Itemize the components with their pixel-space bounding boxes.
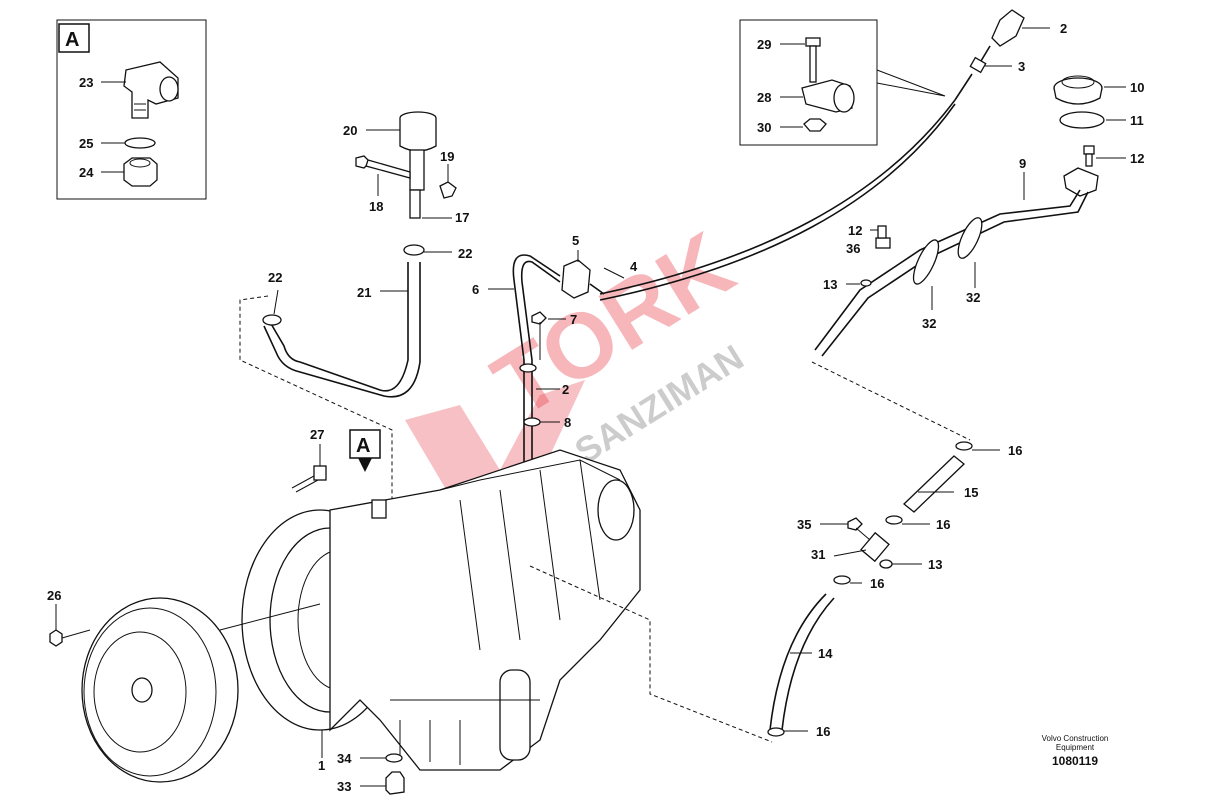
callout-27: 27	[310, 427, 324, 442]
gasket-icon	[1059, 111, 1105, 129]
nut-icon	[123, 157, 158, 187]
drain-plug-icon	[385, 771, 405, 795]
callout-16-mid: 16	[936, 517, 950, 532]
callout-23: 23	[79, 75, 93, 90]
callout-28: 28	[757, 90, 771, 105]
elbow-fitting-icon	[123, 61, 179, 119]
bolt-26-icon	[49, 629, 91, 647]
filler-pipe-assembly	[814, 75, 1126, 357]
clip-5-icon	[561, 259, 591, 299]
credit-line-2: Equipment	[1056, 743, 1095, 752]
callout-20: 20	[343, 123, 357, 138]
callout-5: 5	[572, 233, 579, 248]
callout-16-low: 16	[870, 576, 884, 591]
callout-3: 3	[1018, 59, 1025, 74]
callout-4: 4	[630, 259, 638, 274]
filler-cap-icon	[1053, 75, 1103, 105]
torque-converter	[49, 597, 321, 783]
callout-16-bottom: 16	[816, 724, 830, 739]
callout-12-bracket: 12	[848, 223, 862, 238]
credit-line-1: Volvo Construction	[1042, 734, 1109, 743]
callout-29: 29	[757, 37, 771, 52]
callout-8: 8	[564, 415, 571, 430]
callout-22-hose: 22	[268, 270, 282, 285]
callout-12-pipe: 12	[1130, 151, 1144, 166]
transmission-housing	[241, 449, 641, 771]
callout-22-vent: 22	[458, 246, 472, 261]
callout-16-top: 16	[1008, 443, 1022, 458]
callout-33: 33	[337, 779, 351, 794]
detail-a-marker: A	[356, 435, 370, 457]
dipstick-handle-icon	[991, 9, 1025, 47]
o-ring-icon	[124, 137, 156, 149]
callout-6: 6	[472, 282, 479, 297]
clamp-icon	[801, 79, 855, 113]
drain-plug-assembly	[360, 753, 405, 795]
callout-24: 24	[79, 165, 94, 180]
callout-labels: 23 25 24 20 19 18 17 22 21 22 29 28 30 2…	[47, 21, 1144, 794]
callout-13-hose: 13	[928, 557, 942, 572]
bolt-icon	[805, 37, 821, 83]
hose-assembly	[529, 361, 1000, 743]
drain-washer-icon	[385, 753, 403, 763]
callout-35: 35	[797, 517, 811, 532]
callout-26: 26	[47, 588, 61, 603]
bolt-18-icon	[355, 155, 411, 179]
callout-11: 11	[1130, 113, 1144, 128]
dipstick-assembly	[599, 9, 1050, 301]
callout-19: 19	[440, 149, 454, 164]
callout-10: 10	[1130, 80, 1144, 95]
screw-icon	[1083, 145, 1095, 167]
detail-clamp-box	[739, 19, 946, 146]
callout-13-bracket: 13	[823, 277, 837, 292]
callout-1: 1	[318, 758, 325, 773]
breather-assembly	[239, 111, 457, 520]
callout-36: 36	[846, 241, 860, 256]
callout-17: 17	[455, 210, 469, 225]
callout-15: 15	[964, 485, 978, 500]
callout-2-dipstick: 2	[1060, 21, 1067, 36]
dipstick-tube-assembly	[488, 250, 625, 560]
callout-21: 21	[357, 285, 371, 300]
flange-nut-icon	[803, 118, 827, 132]
detail-a-box: A	[56, 19, 207, 200]
callout-32-left: 32	[922, 316, 936, 331]
callout-9: 9	[1019, 156, 1026, 171]
callout-7: 7	[570, 312, 577, 327]
breather-cap-icon	[399, 111, 437, 152]
callout-32-right: 32	[966, 290, 980, 305]
callout-2-tube: 2	[562, 382, 569, 397]
callout-14: 14	[818, 646, 833, 661]
callout-34: 34	[337, 751, 352, 766]
callout-18: 18	[369, 199, 383, 214]
callout-25: 25	[79, 136, 93, 151]
bolt-27-group: A	[291, 429, 381, 493]
watermark-main-text: TORK	[477, 213, 751, 437]
document-number: 1080119	[1052, 754, 1098, 768]
callout-30: 30	[757, 120, 771, 135]
callout-31: 31	[811, 547, 825, 562]
detail-a-label: A	[65, 29, 79, 51]
document-credit: Volvo Construction Equipment 1080119	[1042, 734, 1109, 768]
